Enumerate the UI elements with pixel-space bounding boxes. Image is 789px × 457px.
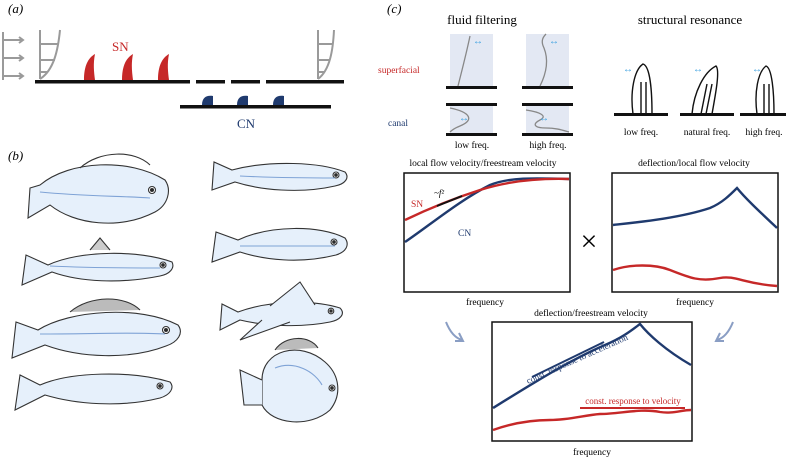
resonance-high-label: high freq.: [746, 127, 783, 138]
superficial-high-freq-box: ↔: [522, 33, 573, 89]
plot1-xlabel: frequency: [466, 297, 504, 308]
skin-surface: [35, 80, 344, 84]
row-canal-label: canal: [388, 119, 408, 129]
velocity-profile-uniform: [2, 32, 25, 80]
multiply-symbol: ×: [581, 225, 598, 258]
velocity-profile-boundary-right: [317, 29, 335, 80]
row-superficial-label: superfacial: [378, 65, 420, 76]
fish-trout: [211, 161, 348, 191]
fish-minnow: [21, 237, 174, 286]
plot3-title: deflection/freestream velocity: [534, 308, 648, 319]
plot3-vel-label: const. response to velocity: [585, 396, 681, 406]
arrow-left-head-icon: [455, 332, 465, 342]
plot3: const. response to acceleration const. r…: [491, 321, 693, 442]
plot1-sn-curve: [404, 177, 570, 222]
fish-cichlid: [27, 153, 169, 224]
plot2-title: deflection/local flow velocity: [638, 158, 750, 169]
plot1: ~f² SN CN: [403, 172, 571, 293]
oscillation-arrow-icon: ↔: [693, 64, 703, 75]
panel-label-a: (a): [8, 1, 23, 16]
cupula-high-freq: ↔: [740, 64, 786, 116]
oscillation-arrow-icon: ↔: [459, 113, 469, 124]
velocity-profile-boundary-left: [39, 29, 61, 80]
plot3-blue-curve: [492, 322, 692, 410]
canal-neuromasts: [202, 95, 284, 105]
panel-label-c: (c): [387, 1, 401, 16]
low-freq-label: low freq.: [455, 140, 489, 151]
cn-label: CN: [237, 116, 256, 131]
plot2-xlabel: frequency: [676, 297, 714, 308]
plot3-accel-marker: [531, 341, 605, 378]
fish-illustrations: [11, 153, 348, 423]
canal-floor: [180, 105, 331, 109]
oscillation-arrow-icon: ↔: [752, 64, 762, 75]
plot3-red-curve: [492, 408, 692, 432]
oscillation-arrow-icon: ↔: [549, 36, 559, 47]
oscillation-arrow-icon: ↔: [539, 113, 549, 124]
plot2: [611, 172, 779, 293]
plot1-title: local flow velocity/freestream velocity: [410, 158, 557, 169]
plot1-cn-label: CN: [458, 229, 471, 239]
arrow-right-head-icon: [714, 332, 724, 342]
arrow-right-icon: [716, 321, 734, 341]
panel-label-b: (b): [8, 148, 23, 163]
fish-herring: [14, 373, 173, 411]
resonance-natural-label: natural freq.: [684, 127, 730, 138]
plot2-frame: [611, 172, 779, 293]
high-freq-label: high freq.: [530, 140, 567, 151]
sn-label: SN: [112, 39, 129, 54]
fish-flying-fish: [219, 281, 343, 341]
fluid-filtering-title: fluid filtering: [447, 12, 517, 27]
plot2-red-curve: [612, 264, 778, 288]
superficial-neuromasts: [84, 54, 169, 80]
oscillation-arrow-icon: ↔: [623, 64, 633, 75]
oscillation-arrow-icon: ↔: [473, 36, 483, 47]
combine-arrows: [445, 321, 734, 342]
fish-perch: [11, 298, 181, 359]
plot1-frame: [403, 172, 571, 293]
fish-flatfish: [211, 227, 348, 263]
cupula-natural-freq: ↔: [680, 64, 734, 116]
canal-high-freq-box: ↔: [522, 103, 573, 136]
plot1-slope-marker: [436, 195, 463, 207]
superficial-low-freq-box: ↔: [446, 34, 497, 89]
canal-low-freq-box: ↔: [446, 103, 497, 136]
plot3-xlabel: frequency: [573, 447, 611, 457]
plot1-slope-label: ~f²: [434, 188, 444, 198]
plot2-blue-curve: [612, 186, 778, 229]
fish-butterflyfish: [239, 337, 339, 423]
arrow-left-icon: [445, 321, 463, 341]
structural-resonance-title: structural resonance: [638, 12, 743, 27]
cupula-low-freq: ↔: [614, 63, 668, 116]
plot1-sn-label: SN: [411, 200, 423, 210]
resonance-low-label: low freq.: [624, 127, 658, 138]
